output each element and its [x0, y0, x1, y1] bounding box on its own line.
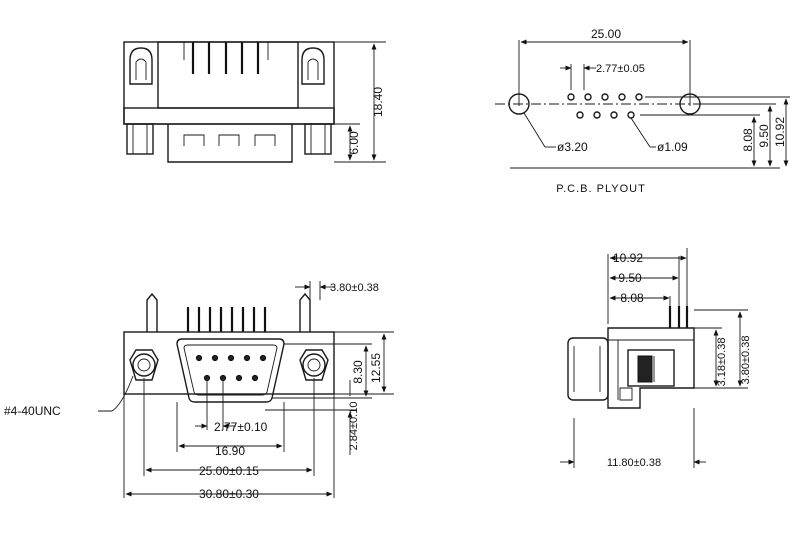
dim-row-offset-2: 9.50	[757, 124, 771, 148]
dim-height-total: 18.40	[371, 87, 385, 117]
mount-hole-left	[508, 93, 530, 115]
top-view-pins	[183, 42, 269, 74]
front-view-pins	[186, 307, 267, 332]
dim-pin-pitch: 2.77±0.05	[596, 63, 645, 75]
dim-shell-height-outer: 12.55	[369, 353, 383, 383]
dim-total-width: 30.80±0.30	[199, 487, 259, 501]
dim-height-lower: 6.00	[347, 131, 361, 155]
dim-row-offset-3: 10.92	[773, 117, 787, 147]
dim-pin-length-1: 3.18±0.38	[716, 338, 728, 387]
pcb-caption: P.C.B. PLYOUT	[556, 183, 646, 195]
dim-side-d2: 9.50	[618, 271, 642, 285]
dim-side-d1: 10.92	[613, 251, 643, 265]
top-view: 18.40 6.00	[123, 41, 386, 163]
dim-shell-height-inner: 8.30	[351, 360, 365, 384]
dim-pin-offset: 2.84±0.10	[348, 402, 360, 451]
hex-nut-left	[129, 349, 159, 381]
dim-front-pin-pitch: 2.77±0.10	[214, 420, 268, 434]
dim-lug-offset: 3.80±0.38	[330, 282, 379, 294]
dim-front-mount-spacing: 25.00±0.15	[199, 464, 259, 478]
dim-pin-length-2: 3.80±0.38	[740, 336, 752, 385]
pcb-pin-row-bottom	[576, 111, 635, 119]
dim-pin-hole-dia: ø1.09	[657, 140, 688, 154]
dim-side-depth: 11.80±0.38	[607, 457, 661, 469]
side-view: 10.92 9.50 8.08 3.18±0.38 3.80±0.38	[560, 248, 752, 469]
pcb-pin-row-top	[567, 93, 643, 101]
front-view-contacts	[195, 354, 267, 382]
dim-row-offset-1: 8.08	[741, 128, 755, 152]
dim-mount-spacing: 25.00	[591, 27, 621, 41]
dim-shell-width: 16.90	[215, 444, 245, 458]
front-view: #4-40UNC 3.80±0.38 12.55 8.30 2.84±0.10 …	[4, 281, 394, 501]
pcb-layout: 25.00 2.77±0.05 ø3.20	[495, 27, 790, 195]
thread-label: #4-40UNC	[4, 404, 61, 418]
hex-nut-right	[299, 349, 329, 381]
dim-side-d3: 8.08	[620, 291, 644, 305]
dim-mount-hole-dia: ø3.20	[557, 140, 588, 154]
